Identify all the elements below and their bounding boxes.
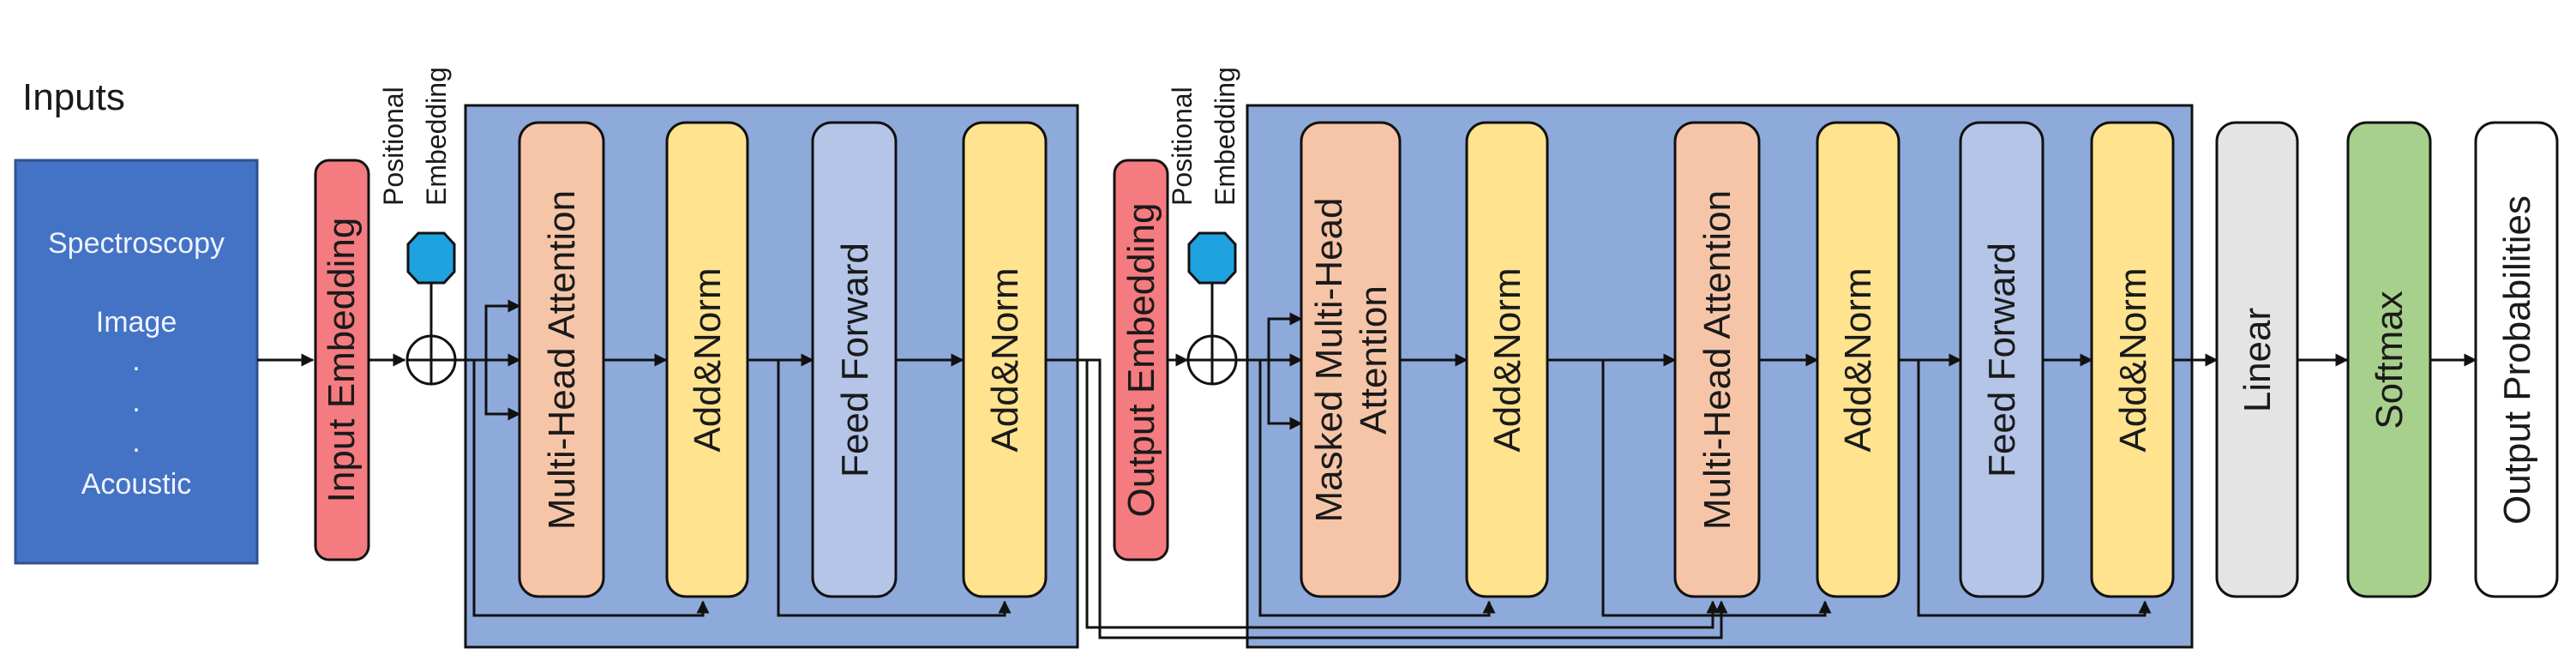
positional-embedding-encoder: Positional Embedding [378, 67, 457, 386]
positional-encoding-icon [406, 231, 456, 285]
decoder-addnorm1-label: Add&Norm [1486, 267, 1528, 452]
decoder-addnorm3-label: Add&Norm [2112, 267, 2154, 452]
encoder-addnorm2-label: Add&Norm [984, 267, 1026, 452]
decoder-ff-label: Feed Forward [1981, 243, 2023, 477]
encoder-addnorm2-block: Add&Norm [962, 121, 1048, 598]
linear-block: Linear [2215, 121, 2299, 598]
positional-label-line2: Embedding [421, 67, 452, 206]
inputs-box: Spectroscopy Image . . . Acoustic [14, 159, 259, 565]
softmax-block: Softmax [2346, 121, 2432, 598]
output-embedding-label: Output Embedding [1120, 203, 1162, 518]
decoder-addnorm3-block: Add&Norm [2090, 121, 2175, 598]
input-item-dot: . [132, 345, 140, 377]
encoder-addnorm1-block: Add&Norm [665, 121, 749, 598]
output-embedding-block: Output Embedding [1113, 159, 1169, 561]
linear-label: Linear [2237, 308, 2279, 412]
inputs-title: Inputs [22, 76, 125, 118]
adder-icon [1186, 334, 1238, 386]
input-embedding-label: Input Embedding [321, 218, 363, 503]
decoder-masked-mha-label-line1: Masked Multi-Head [1308, 197, 1350, 522]
connector-wires [257, 283, 2477, 639]
decoder-addnorm1-block: Add&Norm [1465, 121, 1549, 598]
encoder-ff-block: Feed Forward [811, 121, 898, 598]
input-item-image: Image [96, 306, 177, 339]
encoder-mha-block: Multi-Head Attention [518, 121, 605, 598]
encoder-addnorm1-label: Add&Norm [687, 267, 729, 452]
decoder-masked-mha-block: Masked Multi-Head Attention [1300, 121, 1402, 598]
decoder-mha-block: Multi-Head Attention [1673, 121, 1761, 598]
output-probabilities-block: Output Probabilities [2474, 121, 2559, 598]
positional-label-line2: Embedding [1210, 67, 1240, 206]
decoder-masked-mha-label-line2: Attention [1353, 285, 1395, 435]
decoder-addnorm2-label: Add&Norm [1837, 267, 1879, 452]
adder-icon [405, 334, 457, 386]
positional-embedding-decoder: Positional Embedding [1167, 67, 1240, 386]
input-item-spectroscopy: Spectroscopy [48, 227, 225, 260]
positional-label-line1: Positional [378, 87, 409, 206]
encoder-ff-label: Feed Forward [834, 243, 876, 477]
positional-label-line1: Positional [1167, 87, 1198, 206]
softmax-label: Softmax [2369, 291, 2411, 429]
input-item-acoustic: Acoustic [81, 468, 192, 501]
decoder-ff-block: Feed Forward [1959, 121, 2045, 598]
encoder-mha-label: Multi-Head Attention [541, 190, 583, 530]
positional-encoding-icon [1187, 231, 1237, 285]
output-probabilities-label: Output Probabilities [2496, 195, 2538, 525]
decoder-addnorm2-block: Add&Norm [1816, 121, 1900, 598]
input-item-dot: . [132, 426, 140, 459]
input-item-dot: . [132, 386, 140, 418]
input-embedding-block: Input Embedding [314, 159, 370, 561]
decoder-mha-label: Multi-Head Attention [1696, 190, 1738, 530]
